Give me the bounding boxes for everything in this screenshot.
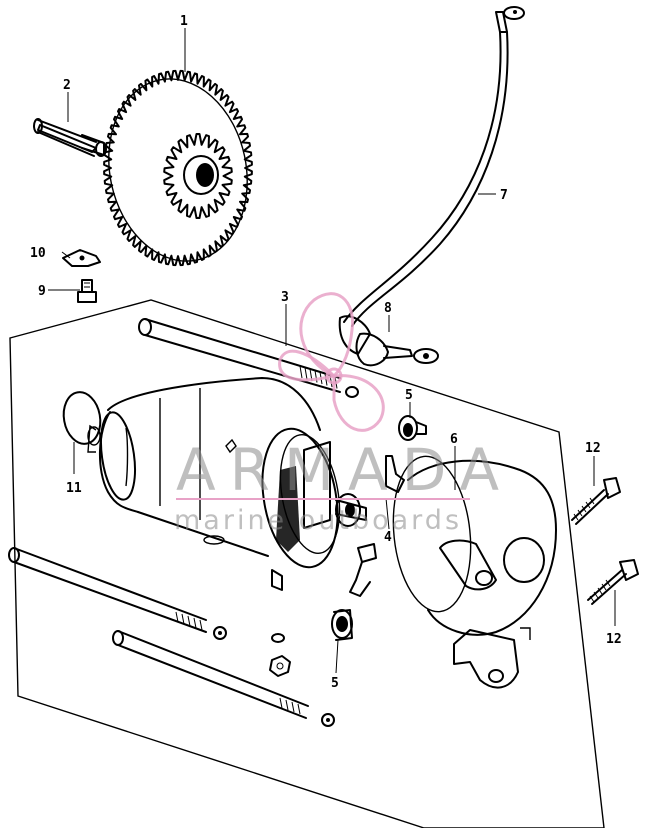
watermark-tagline: marine outboards [174,505,462,536]
watermark-logo [278,292,385,432]
watermark: ARMADA marine outboards [174,292,513,536]
long-through-bolt [138,318,359,398]
callout-4: 4 [384,530,392,545]
watermark-brand: ARMADA [176,436,513,504]
brush [349,455,405,597]
callout-5a: 5 [405,388,413,403]
callout-5b: 5 [331,676,339,691]
callout-9: 9 [38,284,46,299]
callout-7: 7 [500,188,508,203]
washer-1 [213,626,227,640]
callout-6: 6 [450,432,458,447]
callout-labels: 1 2 3 4 5 5 6 7 8 9 10 11 12 12 [30,14,622,691]
nut [269,655,291,677]
small-screw [77,279,97,303]
leader-lines [48,28,616,674]
motor-housing [87,377,367,591]
washer-3 [321,713,335,727]
callout-3: 3 [281,290,289,305]
o-ring [62,391,102,445]
gear [103,69,253,267]
callout-1: 1 [180,14,188,29]
long-rod-1 [8,547,207,633]
cable-terminal [338,315,439,367]
shaft [33,118,107,157]
bolt-lower [587,559,639,605]
callout-8: 8 [384,301,392,316]
lock-washer-plate [62,249,101,267]
bearing-upper [398,415,427,441]
assembly-boundary [9,299,605,828]
callout-11: 11 [66,481,82,496]
callout-12b: 12 [606,632,622,647]
end-cover [392,455,557,689]
gear-inner-teeth [163,133,233,219]
long-rod-2 [112,630,309,719]
callout-2: 2 [63,78,71,93]
washer-2 [271,633,285,643]
cable [343,6,525,327]
bearing-lower [331,609,353,641]
callout-10: 10 [30,246,46,261]
bolt-upper [571,477,621,525]
callout-12a: 12 [585,441,601,456]
